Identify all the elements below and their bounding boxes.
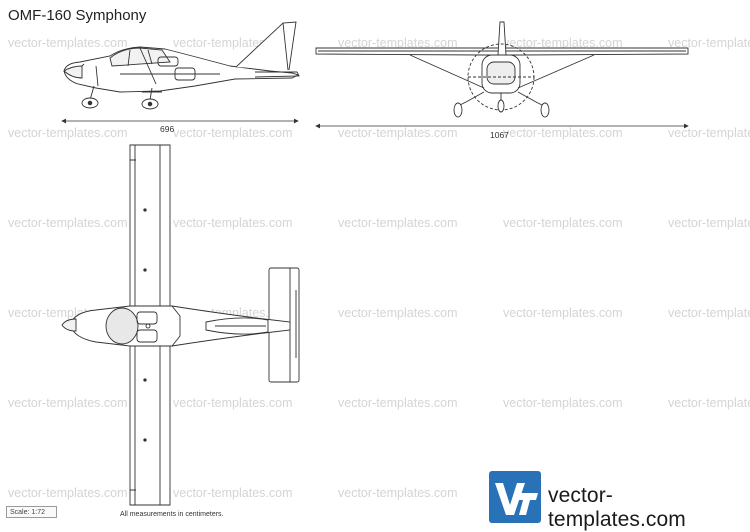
watermark-text: vector-templates.com	[8, 36, 127, 50]
watermark-text: vector-templates.com	[503, 36, 622, 50]
watermark-text: vector-templates.com	[338, 396, 457, 410]
watermark-text: vector-templates.com	[173, 486, 292, 500]
watermark-grid: vector-templates.com vector-templates.com…	[8, 36, 750, 500]
watermark-text: vector-templates.com	[173, 216, 292, 230]
watermark-text: vector-templates.com	[338, 306, 457, 320]
watermark-text: vector-templates.com	[503, 306, 622, 320]
watermark-text: vector-templates.com	[503, 396, 622, 410]
wingspan-label: 1067	[490, 130, 509, 140]
brand-logo	[489, 471, 541, 523]
watermark-text: vector-templates.com	[668, 36, 750, 50]
page-title: OMF-160 Symphony	[8, 7, 147, 24]
watermark-text: vector-templates.com	[668, 126, 750, 140]
watermark-text: vector-templates.com	[338, 36, 457, 50]
watermark-text: vector-templates.com	[8, 126, 127, 140]
watermark-text: vector-templates.com	[338, 126, 457, 140]
watermark-text: vector-templates.com	[668, 396, 750, 410]
top-view	[61, 144, 300, 506]
watermark-text: vector-templates.com	[338, 216, 457, 230]
watermark-text: vector-templates.com	[503, 216, 622, 230]
side-view	[63, 21, 300, 110]
watermark-text: vector-templates.com	[668, 216, 750, 230]
scale-box: Scale: 1:72	[6, 506, 57, 518]
measurement-note: All measurements in centimeters.	[120, 511, 224, 518]
watermark-text: vector-templates.com	[8, 216, 127, 230]
front-view	[315, 21, 689, 118]
watermark-text: vector-templates.com	[173, 396, 292, 410]
watermark-text: vector-templates.com	[8, 396, 127, 410]
watermark-text: vector-templates.com	[173, 126, 292, 140]
watermark-text: vector-templates.com	[338, 486, 457, 500]
length-label: 696	[160, 124, 174, 134]
watermark-text: vector-templates.com	[503, 126, 622, 140]
watermark-text: vector-templates.com	[668, 306, 750, 320]
brand-name: vector-templates.com	[548, 484, 686, 531]
watermark-text: vector-templates.com	[8, 486, 127, 500]
